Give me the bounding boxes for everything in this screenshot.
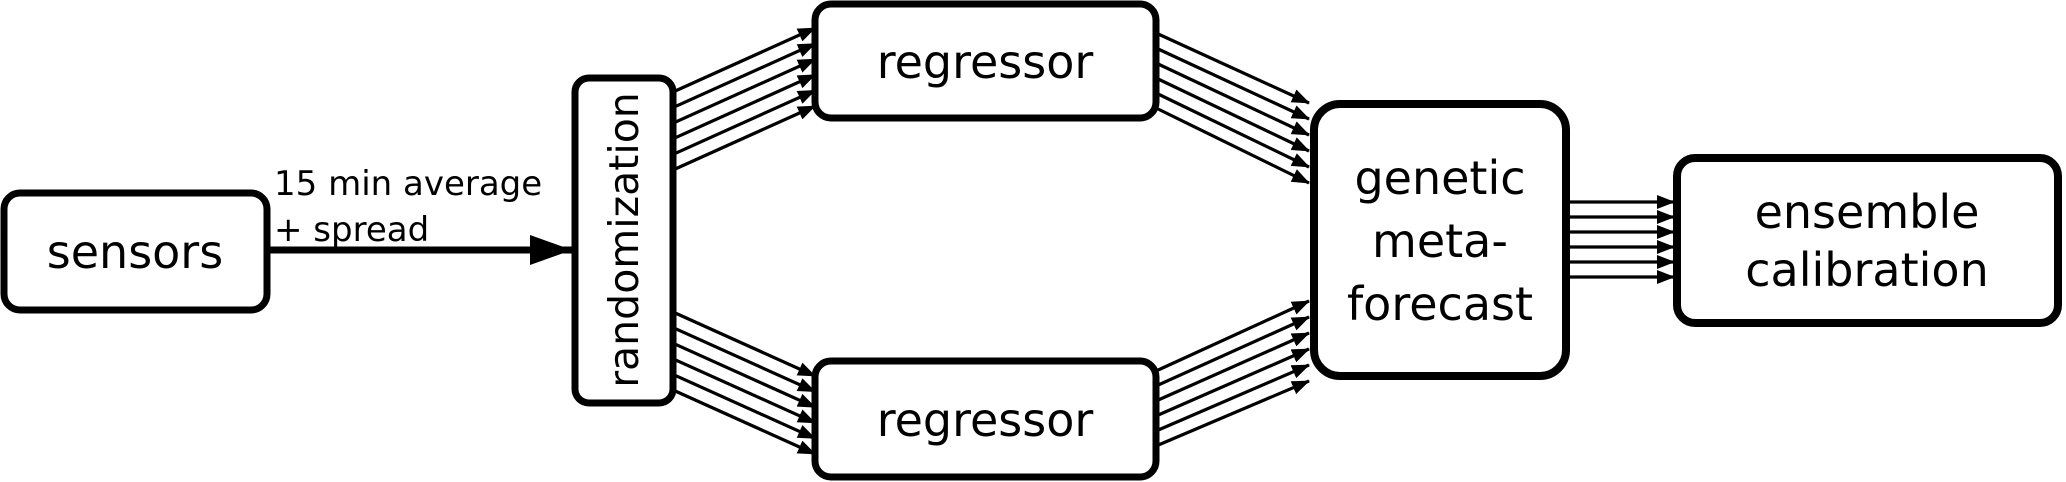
node-randomization-box [571,74,677,407]
edge-arrow-randomization-to-regressor_bottom-4 [672,357,816,425]
edge-arrow-randomization-to-regressor_top-1 [672,26,816,94]
node-genetic-meta-forecast-box [1310,100,1570,380]
edge-regressor_bottom-to-genetic [1155,299,1310,448]
node-regressor-top-box [811,0,1160,122]
edge-arrow-regressor_bottom-to-genetic-5 [1155,363,1310,433]
node-regressor-top-label: regressor [877,35,1094,89]
edge-arrow-regressor_bottom-to-genetic-2 [1155,315,1310,388]
node-genetic-line-2: meta- [1372,214,1508,268]
edge-arrow-regressor_bottom-to-genetic-1 [1155,299,1310,373]
node-regressor-bottom-label: regressor [877,393,1094,447]
edge-arrow-regressor_top-to-genetic-5 [1155,91,1310,169]
node-regressor-top: regressor [811,0,1160,122]
node-ensemble-line-1: ensemble [1755,185,1980,239]
node-ensemble-line-2: calibration [1745,243,1988,297]
edge-arrow-randomization-to-regressor_top-6 [672,104,816,172]
edge-arrow-randomization-to-regressor_bottom-5 [672,372,816,440]
edge-arrow-randomization-to-regressor_top-3 [672,57,816,125]
edge-arrow-regressor_top-to-genetic-3 [1155,61,1310,137]
node-ensemble-calibration: ensemble calibration [1673,154,2062,327]
node-genetic-line-3: forecast [1347,277,1533,331]
node-sensors-box [0,189,271,314]
node-randomization: randomization [571,74,677,407]
edge-arrow-randomization-to-regressor_top-5 [672,88,816,156]
node-randomization-label: randomization [600,92,648,388]
edge-genetic-to-ensemble [1568,195,1675,284]
node-sensors: sensors [0,189,271,314]
edge-arrow-randomization-to-regressor_top-2 [672,42,816,110]
edge-arrow-regressor_bottom-to-genetic-4 [1155,347,1310,418]
node-regressor-bottom: regressor [811,357,1160,481]
edges-layer [267,26,1675,456]
edge-arrow-regressor_top-to-genetic-2 [1155,46,1310,121]
node-ensemble-calibration-box [1673,154,2062,327]
edge-randomization-to-regressor_bottom [672,310,816,456]
edge-randomization-to-regressor_top [672,26,816,172]
edge-arrow-regressor_top-to-genetic-4 [1155,76,1310,153]
edge-arrow-randomization-to-regressor_bottom-3 [672,341,816,409]
edge-label-line-2: + spread [274,210,429,250]
edge-arrow-regressor_bottom-to-genetic-3 [1155,331,1310,403]
edge-arrow-randomization-to-regressor_top-4 [672,73,816,141]
node-genetic-line-1: genetic [1354,151,1525,205]
edge-label-line-1: 15 min average [274,164,542,204]
edge-arrow-randomization-to-regressor_bottom-6 [672,388,816,456]
edge-arrow-regressor_top-to-genetic-1 [1155,31,1310,105]
edge-arrow-regressor_bottom-to-genetic-6 [1155,379,1310,448]
edge-regressor_top-to-genetic [1155,31,1310,185]
edge-arrow-regressor_top-to-genetic-6 [1155,106,1310,185]
node-sensors-label: sensors [47,225,223,279]
node-regressor-bottom-box [811,357,1160,481]
edge-label-sensors-randomization: 15 min average + spread [274,164,542,250]
edge-arrow-randomization-to-regressor_bottom-1 [672,310,816,378]
node-genetic-meta-forecast: genetic meta- forecast [1310,100,1570,380]
edge-arrow-randomization-to-regressor_bottom-2 [672,326,816,394]
